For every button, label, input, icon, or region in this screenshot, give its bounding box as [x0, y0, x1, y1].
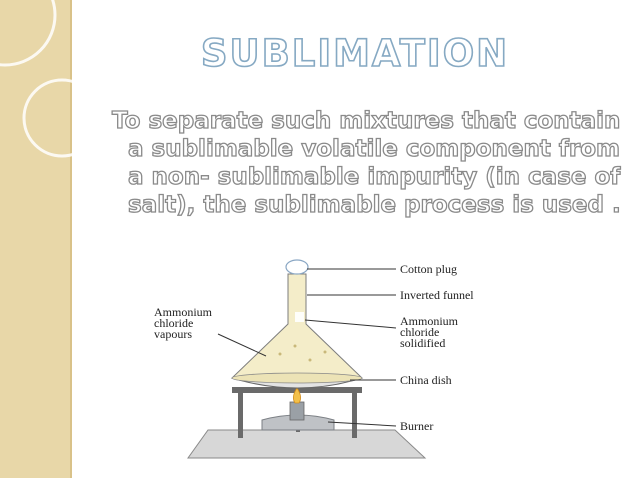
funnel-rim: [231, 372, 363, 384]
slide-body-text: To separate such mixtures that contain a…: [111, 107, 632, 219]
burner-tube: [289, 401, 305, 421]
vapour-dot: [293, 344, 297, 348]
label-burner: Burner: [400, 419, 433, 433]
deco-circle-middle: [22, 78, 102, 158]
vapour-dot: [323, 350, 327, 354]
decorative-circles: [0, 0, 102, 158]
leader-vapours: [217, 333, 267, 357]
label-solidified-line-2: chloride: [400, 325, 439, 339]
body-line-3: a non- sublimable impurity (in case of: [127, 163, 621, 190]
label-vapours-line-3: vapours: [154, 327, 192, 341]
sublimation-apparatus-diagram: Cotton plug Inverted funnel Ammonium chl…: [154, 259, 474, 459]
stand-leg-left: [238, 392, 243, 438]
cotton-plug: [285, 259, 309, 275]
label-solidified-line-3: solidified: [400, 336, 445, 350]
base-plate: [187, 429, 427, 459]
burner-flame: [293, 387, 301, 404]
deco-circle-top: [0, 0, 57, 67]
vapour-dot: [278, 352, 282, 356]
inverted-funnel: [230, 273, 364, 379]
stand-leg-right: [352, 392, 357, 438]
leader-solidified: [304, 319, 397, 329]
label-china-dish: China dish: [400, 373, 452, 387]
label-vapours-line-2: chloride: [154, 316, 193, 330]
label-inverted-funnel: Inverted funnel: [400, 288, 474, 302]
solidified-deposit: [295, 312, 304, 322]
label-solidified-line-1: Ammonium: [400, 314, 459, 328]
label-vapours-line-1: Ammonium: [154, 305, 213, 319]
body-line-1: To separate such mixtures that contain: [111, 107, 621, 134]
body-line-4: salt), the sublimable process is used .: [127, 191, 621, 218]
side-band-divider: [70, 0, 72, 478]
body-line-2: a sublimable volatile component from: [127, 135, 620, 162]
slide-title: SUBLIMATION: [200, 31, 510, 76]
leader-burner: [327, 421, 397, 427]
vapour-dot: [308, 358, 312, 362]
label-cotton-plug: Cotton plug: [400, 262, 457, 276]
